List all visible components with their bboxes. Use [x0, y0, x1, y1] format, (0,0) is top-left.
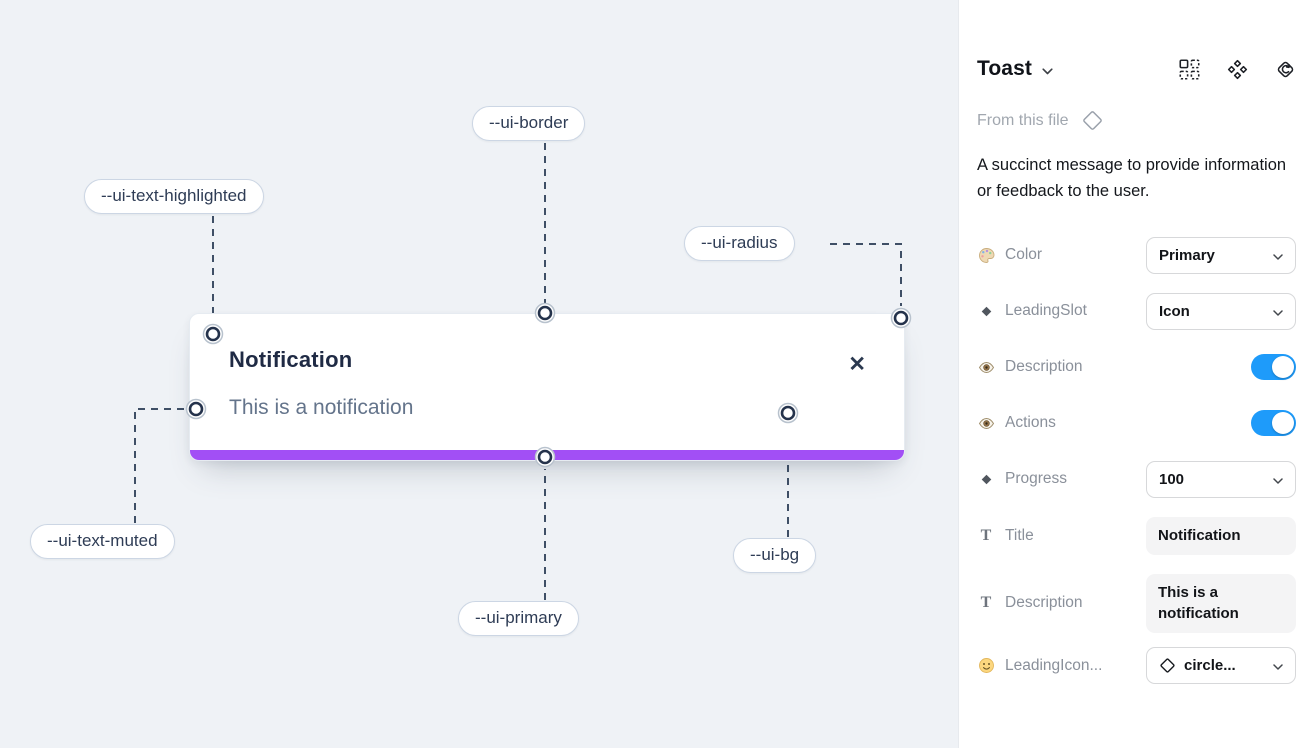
- prop-row-leadingicon: LeadingIcon... circle...: [977, 647, 1296, 685]
- var-label-ui-text-highlighted[interactable]: --ui-text-highlighted: [84, 179, 264, 214]
- connector-ui-primary-point[interactable]: [534, 446, 556, 468]
- design-canvas[interactable]: Notification This is a notification ✕: [0, 0, 958, 748]
- prop-label-leadingicon: LeadingIcon...: [1005, 656, 1103, 674]
- toggle-knob: [1272, 412, 1294, 435]
- actions-toggle[interactable]: [1251, 410, 1296, 437]
- prop-row-leadingslot: LeadingSlot Icon: [977, 292, 1296, 330]
- chevron-down-icon: [1273, 247, 1283, 264]
- prop-row-color: Color Primary: [977, 236, 1296, 274]
- chevron-down-icon: [1273, 657, 1283, 674]
- diamond-icon: [977, 302, 995, 320]
- connector-ui-text-highlighted-point[interactable]: [202, 323, 224, 345]
- prop-label-leadingslot: LeadingSlot: [1005, 302, 1087, 320]
- description-toggle[interactable]: [1251, 354, 1296, 381]
- connector-ui-text-muted-point[interactable]: [185, 398, 207, 420]
- source-row: From this file: [977, 109, 1296, 132]
- prop-row-actions-toggle: Actions: [977, 405, 1296, 442]
- instance-grid-icon[interactable]: [1179, 58, 1200, 80]
- palette-icon: [977, 246, 995, 264]
- prop-label-actions: Actions: [1005, 414, 1056, 432]
- var-label-ui-radius[interactable]: --ui-radius: [684, 226, 795, 261]
- diamond-outline-icon: [1081, 109, 1104, 132]
- eye-icon: [977, 414, 995, 432]
- chevron-down-icon[interactable]: [1042, 62, 1053, 80]
- prop-label-color: Color: [1005, 246, 1043, 264]
- toggle-knob: [1272, 356, 1294, 379]
- var-label-ui-border[interactable]: --ui-border: [472, 106, 586, 141]
- prop-label-description-text: Description: [1005, 594, 1083, 612]
- toast-title: Notification: [229, 347, 353, 372]
- connector-points-overlay: [185, 302, 912, 468]
- prop-row-title: T Title Notification: [977, 516, 1296, 555]
- color-select[interactable]: Primary: [1146, 236, 1296, 274]
- prop-row-description-toggle: Description: [977, 349, 1296, 386]
- toast-description: This is a notification: [229, 396, 414, 419]
- smiley-icon: [977, 657, 995, 675]
- chevron-down-icon: [1273, 303, 1283, 320]
- connector-ui-text-muted-line: [134, 408, 185, 523]
- text-icon: T: [980, 526, 992, 544]
- connector-ui-radius-line: [830, 243, 902, 306]
- chevron-down-icon: [1273, 471, 1283, 488]
- prop-label-progress: Progress: [1005, 470, 1068, 488]
- source-label: From this file: [977, 111, 1069, 129]
- prop-label-title: Title: [1005, 526, 1034, 544]
- component-title: Toast: [977, 57, 1032, 80]
- eye-icon: [977, 358, 995, 376]
- var-label-ui-text-muted[interactable]: --ui-text-muted: [30, 524, 175, 559]
- description-field[interactable]: This is a notification: [1146, 573, 1296, 634]
- properties-panel: Toast: [958, 0, 1312, 748]
- title-field[interactable]: Notification: [1146, 516, 1296, 555]
- diamond-outline-icon: [1159, 657, 1176, 674]
- connector-ui-radius-point[interactable]: [890, 307, 912, 329]
- var-label-ui-bg[interactable]: --ui-bg: [733, 538, 817, 573]
- text-icon: T: [980, 594, 992, 612]
- component-description: A succinct message to provide informatio…: [977, 156, 1287, 201]
- leadingicon-select[interactable]: circle...: [1146, 647, 1296, 685]
- swap-instance-icon[interactable]: [1275, 59, 1296, 80]
- panel-header: Toast: [977, 57, 1296, 81]
- close-icon[interactable]: ✕: [848, 353, 866, 376]
- connector-ui-bg-point[interactable]: [777, 402, 799, 424]
- connector-ui-border-point[interactable]: [534, 302, 556, 324]
- prop-label-description: Description: [1005, 358, 1083, 376]
- prop-row-description-text: T Description This is a notification: [977, 573, 1296, 634]
- component-diamonds-icon[interactable]: [1227, 59, 1248, 80]
- leadingslot-select[interactable]: Icon: [1146, 292, 1296, 330]
- var-label-ui-primary[interactable]: --ui-primary: [458, 601, 579, 636]
- progress-select[interactable]: 100: [1146, 460, 1296, 498]
- diamond-icon: [977, 470, 995, 488]
- prop-row-progress: Progress 100: [977, 460, 1296, 498]
